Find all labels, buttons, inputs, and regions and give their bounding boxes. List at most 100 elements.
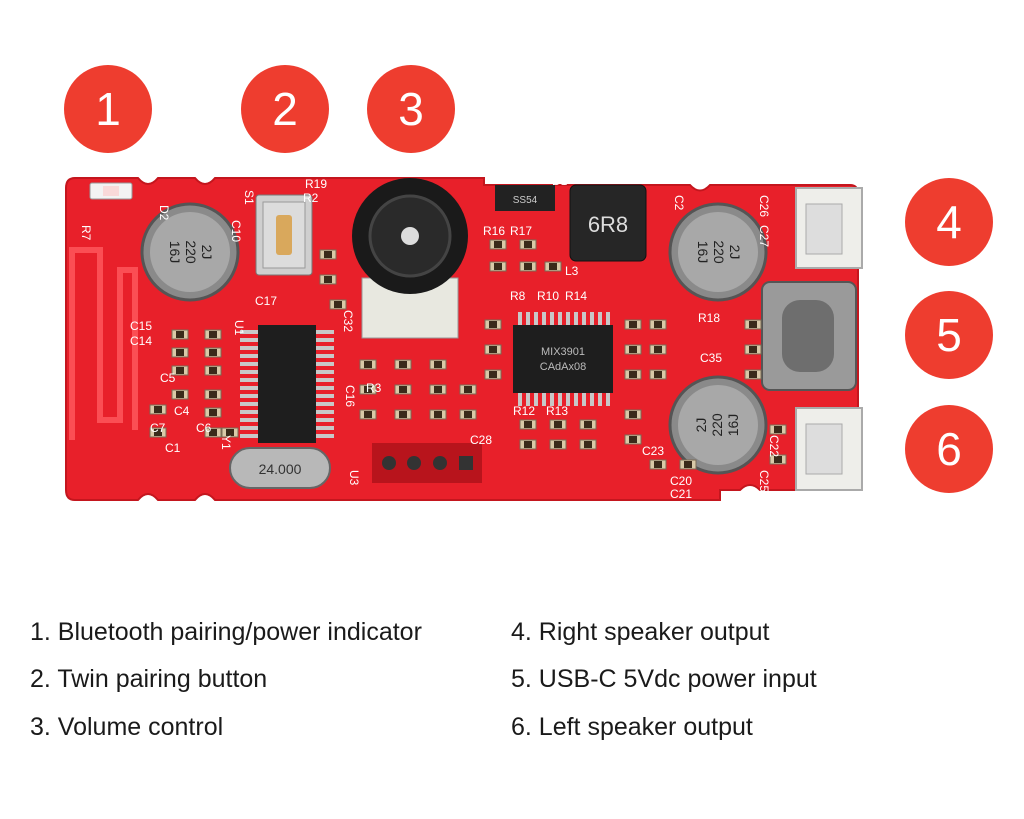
silk-label: C6 (196, 421, 212, 435)
ic-pin (316, 394, 334, 398)
smd-part-body (749, 371, 757, 378)
chip-pin (550, 393, 554, 406)
chip-pin (598, 393, 602, 406)
ic-pin (240, 338, 258, 342)
smd-part-body (434, 361, 442, 368)
ic-pin (240, 426, 258, 430)
legend-item-1: 1. Bluetooth pairing/power indicator (30, 618, 422, 646)
silk-label: C16 (343, 385, 357, 407)
cap-tr-line1: 2J (727, 245, 743, 260)
badge-6: 6 (905, 405, 993, 493)
silk-label: U3 (347, 470, 361, 486)
cap-tl-line2: 220 (183, 240, 199, 264)
chip-pin (582, 393, 586, 406)
silk-label: C26 (757, 195, 771, 217)
inductor (569, 184, 647, 262)
smd-part-body (399, 361, 407, 368)
smd-part-body (399, 411, 407, 418)
silk-label: R2 (303, 191, 319, 205)
smd-part-body (399, 386, 407, 393)
smd-part-body (524, 263, 532, 270)
ic-pin (240, 386, 258, 390)
cap-marking-top-left: 2J 220 16J (167, 240, 215, 264)
smd-part-body (584, 441, 592, 448)
capacitor-bottom-right (668, 375, 768, 475)
header-pads (372, 443, 482, 483)
chip-pin (534, 393, 538, 406)
silk-label: R12 (513, 404, 535, 418)
silk-label: C23 (642, 444, 664, 458)
ic-pin (316, 434, 334, 438)
smd-part-body (489, 321, 497, 328)
smd-part-body (629, 321, 637, 328)
silk-label: R17 (510, 224, 532, 238)
chip-pin (590, 393, 594, 406)
silk-label: C15 (130, 319, 152, 333)
ic-pin (240, 410, 258, 414)
smd-part-body (494, 241, 502, 248)
ic-pin (316, 378, 334, 382)
smd-part-body (154, 429, 162, 436)
cap-marking-top-right: 2J 220 16J (695, 240, 743, 264)
smd-part-body (654, 321, 662, 328)
silk-label: R18 (698, 311, 720, 325)
chip-pin (550, 312, 554, 325)
smd-part-body (524, 241, 532, 248)
silk-label: C7 (150, 421, 166, 435)
smd-part-body (364, 386, 372, 393)
capacitor-top-left (140, 202, 240, 302)
smd-part-body (489, 371, 497, 378)
crystal-label: 24.000 (259, 461, 302, 477)
smd-part-body (749, 346, 757, 353)
crystal-oscillator (229, 447, 331, 489)
smd-part-body (524, 441, 532, 448)
ic-pin (316, 362, 334, 366)
silk-label: L3 (565, 264, 579, 278)
smd-components (149, 239, 787, 470)
cap-marking-bottom-right: 2J 220 16J (693, 413, 741, 437)
cap-tr-line2: 220 (711, 240, 727, 264)
ic-pin (240, 354, 258, 358)
smd-part-body (654, 371, 662, 378)
ic-pin (240, 370, 258, 374)
silk-label: D1 (552, 174, 568, 188)
smd-part-body (176, 391, 184, 398)
chip-pin (566, 393, 570, 406)
cap-tr-line3: 16J (695, 241, 711, 264)
right-speaker-connector (795, 187, 863, 269)
smd-part-body (209, 349, 217, 356)
smd-part-body (434, 386, 442, 393)
silk-label: C35 (700, 351, 722, 365)
ic-pin (240, 394, 258, 398)
ic-u1 (240, 325, 334, 443)
ic-pin (240, 378, 258, 382)
smd-part-body (434, 411, 442, 418)
diode (495, 185, 555, 211)
legend-item-2: 2. Twin pairing button (30, 665, 268, 693)
smd-part-body (209, 409, 217, 416)
ic-pin (240, 362, 258, 366)
silk-label: C1 (165, 441, 181, 455)
chip-pin (518, 312, 522, 325)
chip-pin (606, 312, 610, 325)
antenna-trace (69, 247, 138, 440)
silk-label: R13 (546, 404, 568, 418)
cap-br-line2: 220 (709, 413, 725, 437)
inductor-marking: 6R8 (588, 212, 628, 237)
smd-part-body (749, 321, 757, 328)
cap-br-line1: 2J (693, 418, 709, 433)
ic-pin (316, 370, 334, 374)
ic-pin (316, 402, 334, 406)
smd-part-body (629, 411, 637, 418)
ic-pin (316, 354, 334, 358)
ic-pin (316, 386, 334, 390)
silk-label: R19 (305, 177, 327, 191)
smd-part-body (654, 346, 662, 353)
smd-part-body (176, 367, 184, 374)
pairing-button (255, 194, 313, 276)
silk-label: D2 (157, 205, 171, 221)
chip-pin (590, 312, 594, 325)
cap-tl-line3: 16J (167, 241, 183, 264)
chip-pin (574, 393, 578, 406)
